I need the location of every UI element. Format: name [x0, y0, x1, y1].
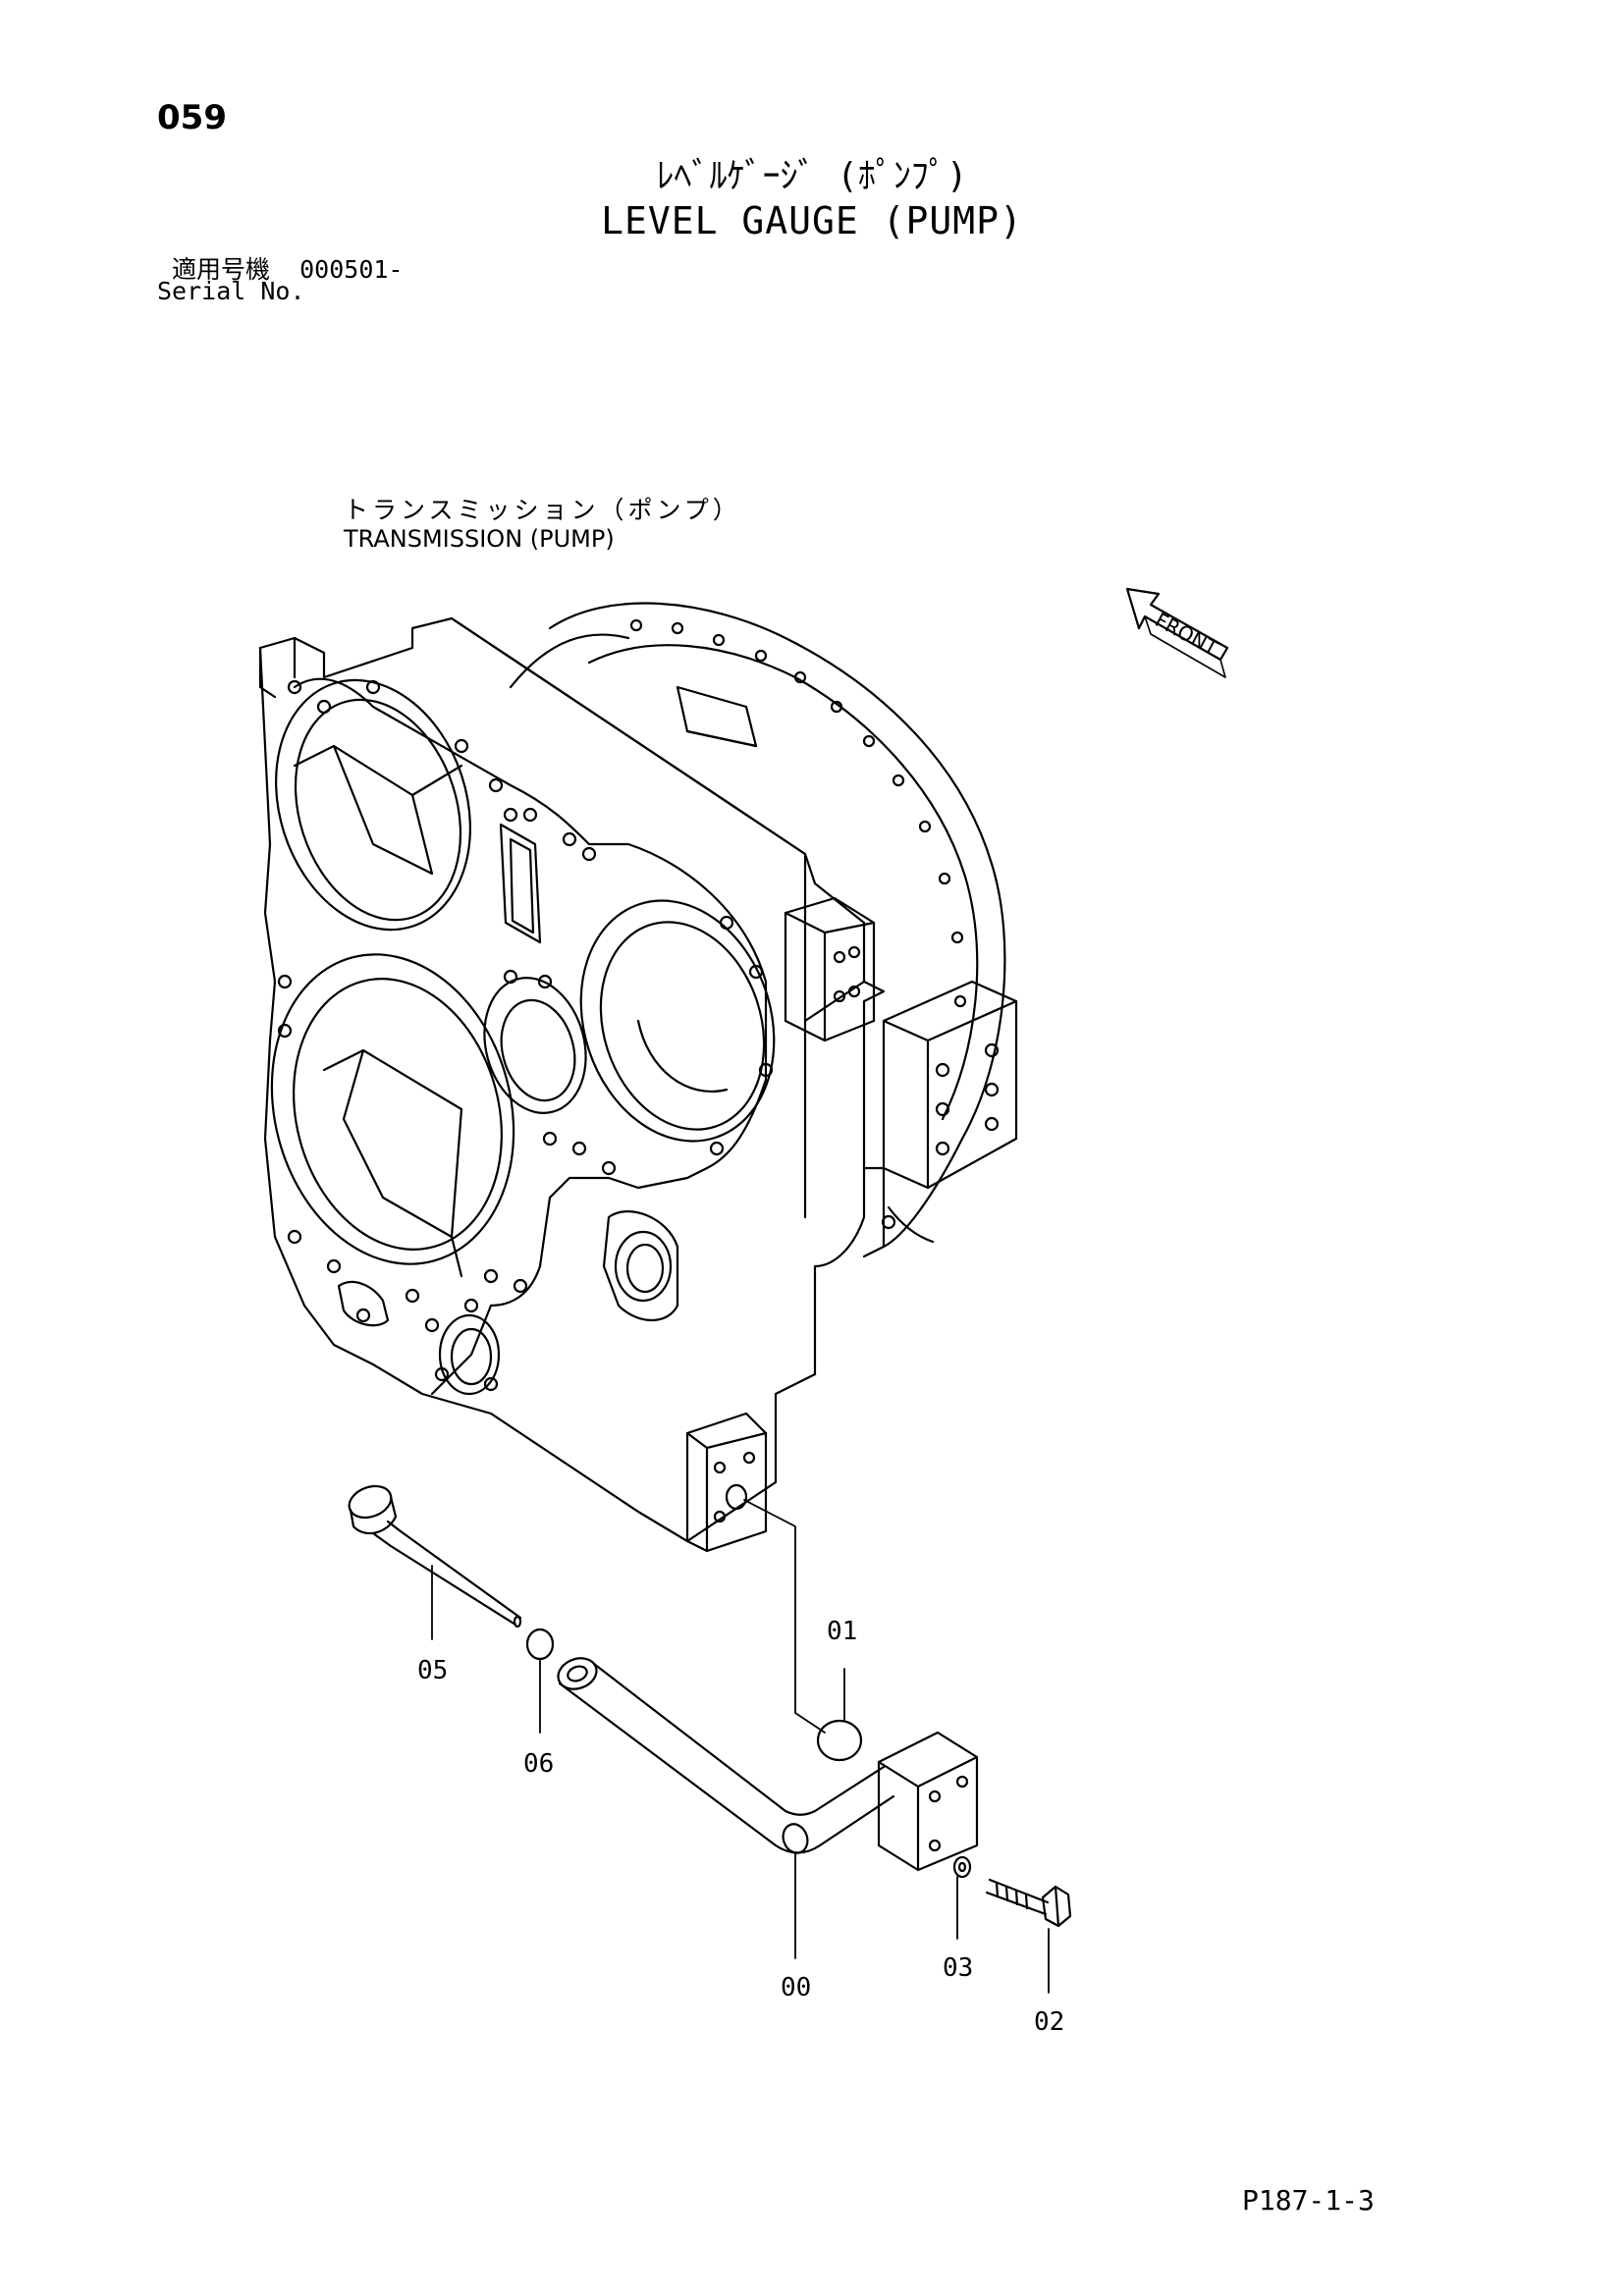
title-japanese: ﾚﾍﾞﾙｹﾞｰｼﾞ (ﾎﾟﾝﾌﾟ) [656, 156, 968, 196]
front-label: FRONT [1152, 608, 1222, 661]
callout-01: 01 [827, 1617, 857, 1646]
callout-03: 03 [943, 1953, 973, 1983]
leader-01-from-pad [743, 1499, 826, 1734]
part-06-o-ring [525, 1628, 555, 1661]
assembly-label-en: TRANSMISSION (PUMP) [344, 525, 615, 553]
assembly-label-jp: トランスミッション（ポンプ） [344, 496, 741, 524]
page-reference: P187-1-3 [1242, 2184, 1375, 2216]
page-number: 059 [157, 98, 227, 137]
leader-lines [431, 1499, 1050, 1994]
part-00-tube [557, 1657, 895, 1854]
tube-flange-block [877, 1731, 979, 1872]
callout-06: 06 [523, 1749, 554, 1779]
part-02-bolt [985, 1878, 1072, 1928]
serial-label-jp: 適用号機 [172, 255, 271, 284]
callout-05: 05 [417, 1656, 448, 1685]
title-english: LEVEL GAUGE (PUMP) [601, 199, 1023, 242]
serial-label-en: Serial No. [157, 277, 305, 305]
serial-line: 適用号機 000501- [172, 250, 403, 286]
part-01-o-ring [816, 1719, 863, 1762]
part-03-washer [952, 1855, 972, 1879]
callout-00: 00 [781, 1973, 811, 2002]
flywheel-housing [509, 602, 1006, 1249]
callouts: 01 05 06 00 03 02 [417, 1617, 1064, 2037]
callout-02: 02 [1034, 2007, 1064, 2037]
transmission-housing [258, 616, 1018, 1553]
part-05-dipstick [348, 1484, 522, 1629]
serial-value: 000501- [299, 255, 404, 284]
front-arrow-icon: FRONT [1125, 587, 1229, 678]
